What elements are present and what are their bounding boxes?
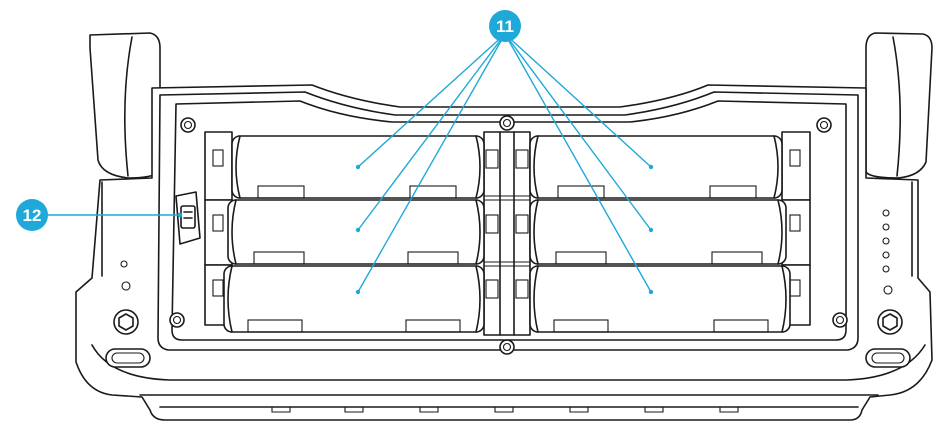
latch	[175, 191, 201, 245]
leader-dot-11-1	[355, 164, 361, 170]
leader-dot-12-1	[177, 212, 183, 218]
callout-layer: 11 12	[16, 10, 654, 295]
leader-dot-11-5	[648, 227, 654, 233]
leader-dot-11-4	[648, 164, 654, 170]
leader-dot-11-2	[355, 227, 361, 233]
leader-line-11-1	[357, 33, 506, 168]
leader-line-11-4	[504, 33, 652, 168]
callout-12-badge	[16, 199, 48, 231]
leader-line-11-5	[504, 33, 652, 231]
leader-dot-11-6	[648, 289, 654, 295]
callout-11: 11	[355, 10, 654, 295]
battery-left-3	[223, 265, 485, 333]
battery-right-2	[529, 199, 787, 265]
callout-11-badge	[489, 10, 521, 42]
callout-12: 12	[16, 199, 183, 231]
callout-11-leaders	[355, 33, 654, 295]
callout-12-leaders	[46, 212, 183, 218]
leader-line-11-2	[357, 33, 506, 231]
callout-11-label: 11	[496, 17, 514, 36]
right-post	[865, 32, 933, 179]
callout-12-label: 12	[23, 206, 42, 225]
battery-left-2	[227, 199, 485, 265]
battery-right-3	[529, 265, 791, 333]
screws	[105, 115, 911, 368]
leader-line-11-3	[357, 33, 506, 293]
leader-dot-11-3	[355, 289, 361, 295]
leader-line-11-6	[504, 33, 652, 293]
